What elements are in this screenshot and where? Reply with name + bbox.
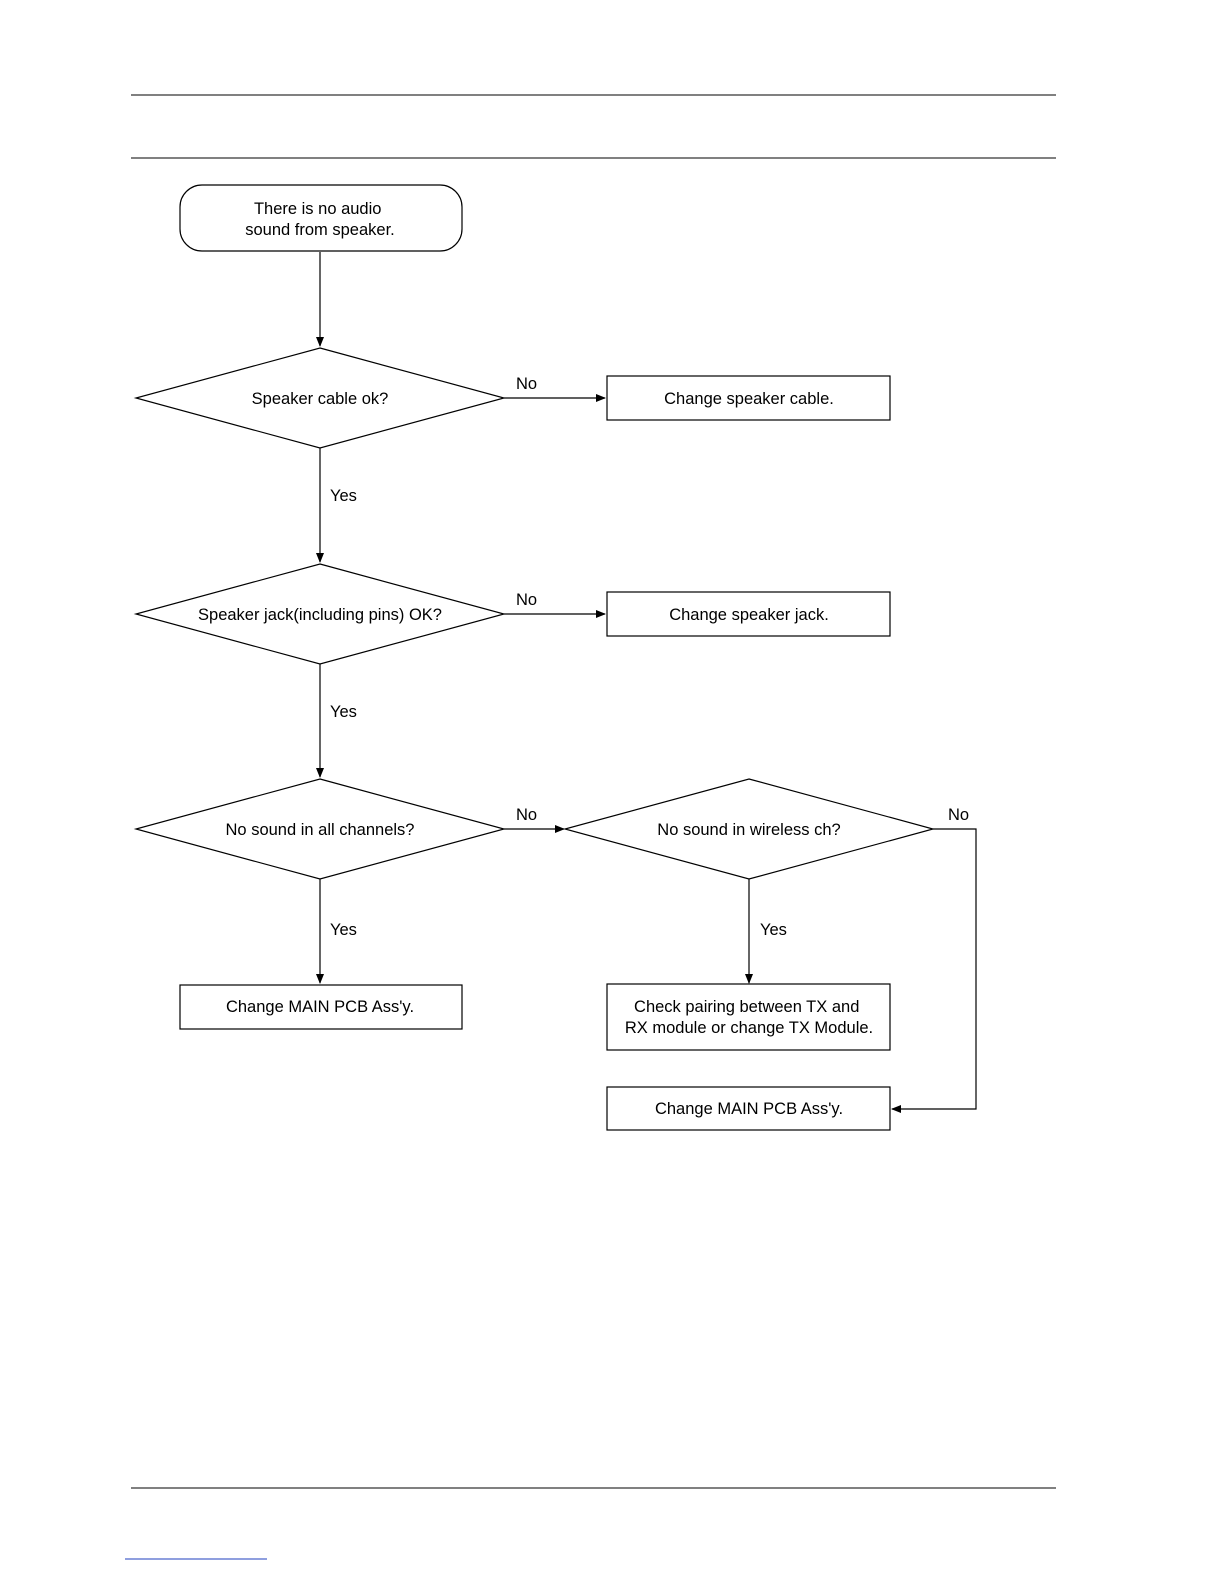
edge-wireless-no: [891, 828, 977, 1113]
edge-label-cable-no: No: [516, 375, 537, 393]
start-line-2: sound from speaker.: [245, 221, 395, 239]
start-text: There is no audio sound from speaker.: [245, 200, 395, 239]
edge-label-wireless-yes: Yes: [760, 921, 787, 939]
process-check-pairing-text: Check pairing between TX and RX module o…: [625, 998, 873, 1037]
edge-label-cable-yes: Yes: [330, 487, 357, 505]
decision-speaker-jack: [133, 563, 507, 665]
decision-speaker-cable-label: Speaker cable ok?: [252, 390, 389, 408]
edge-label-jack-yes: Yes: [330, 703, 357, 721]
process-change-main-pcb-left: [179, 984, 463, 1030]
edge-label-all-no: No: [516, 806, 537, 824]
edge-label-jack-no: No: [516, 591, 537, 609]
edge-label-all-yes: Yes: [330, 921, 357, 939]
check-pairing-line-1: Check pairing between TX and: [634, 998, 859, 1016]
decision-wireless-ch: [562, 778, 936, 880]
process-change-main-pcb-left-label: Change MAIN PCB Ass'y.: [226, 998, 414, 1016]
process-change-speaker-cable-label: Change speaker cable.: [664, 390, 834, 408]
process-check-pairing: [606, 983, 891, 1051]
edge-label-wireless-no: No: [948, 806, 969, 824]
decision-all-channels-label: No sound in all channels?: [226, 821, 415, 839]
decision-speaker-cable: [133, 347, 507, 449]
process-change-main-pcb-right-label: Change MAIN PCB Ass'y.: [655, 1100, 843, 1118]
start-terminal: [179, 184, 463, 252]
check-pairing-line-2: RX module or change TX Module.: [625, 1019, 873, 1037]
process-change-speaker-jack-label: Change speaker jack.: [669, 606, 829, 624]
decision-all-channels: [133, 778, 507, 880]
decision-speaker-jack-label: Speaker jack(including pins) OK?: [198, 606, 442, 624]
process-change-main-pcb-right: [606, 1086, 891, 1131]
start-line-1: There is no audio: [254, 200, 382, 218]
process-change-speaker-cable: [606, 375, 891, 421]
decision-wireless-ch-label: No sound in wireless ch?: [657, 821, 840, 839]
process-change-speaker-jack: [606, 591, 891, 637]
